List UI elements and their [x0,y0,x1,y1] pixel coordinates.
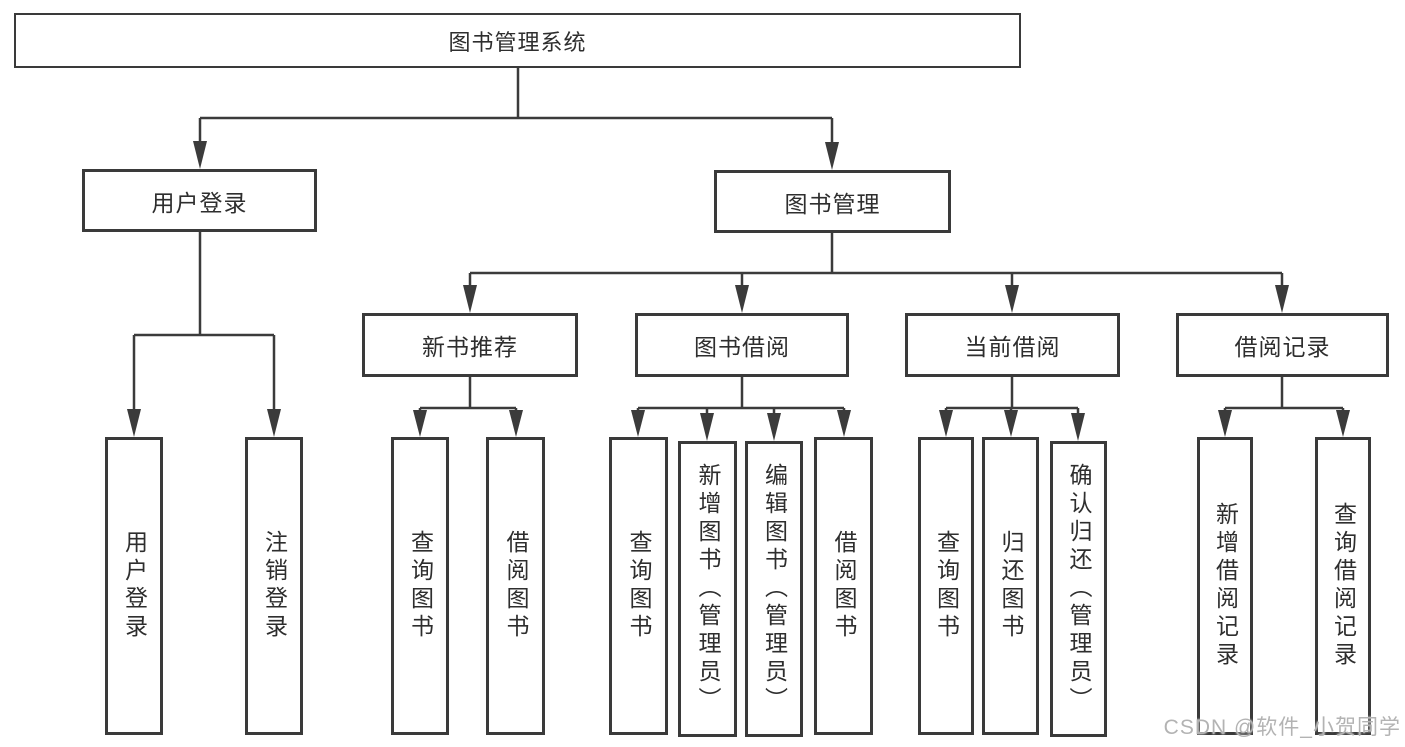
leaf-user-login-label: 用户登录 [121,530,148,642]
leaf-borrow-query-books-label: 查询图书 [626,530,652,642]
connector-book-mgmt-children [463,233,1289,313]
leaf-logout: 注销登录 [245,437,303,735]
node-borrow-records-label: 借阅记录 [1234,334,1331,360]
leaf-add-borrow-record: 新增借阅记录 [1197,437,1253,735]
node-root-label: 图书管理系统 [448,29,587,55]
leaf-borrow-books: 借阅图书 [814,437,873,735]
node-root-library-system: 图书管理系统 [14,13,1021,68]
csdn-watermark: CSDN @软件_小贺同学 [1163,716,1401,739]
leaf-recommend-borrow-books-label: 借阅图书 [503,530,529,642]
leaf-edit-books-admin: 编辑图书（管理员） [745,441,803,737]
leaf-add-books-admin-label: 新增图书（管理员） [695,463,721,715]
node-new-book-recommend: 新书推荐 [362,313,578,377]
connector-root-to-level2 [193,68,839,170]
connector-new-book-rec-children [413,377,523,437]
leaf-borrow-query-books: 查询图书 [609,437,668,735]
leaf-confirm-return-admin-label: 确认归还（管理员） [1066,463,1092,715]
connector-user-login-children [127,232,281,437]
node-user-login: 用户登录 [82,169,317,232]
leaf-return-books-label: 归还图书 [998,530,1024,642]
connector-borrow-records-children [1218,377,1350,437]
node-current-borrow-label: 当前借阅 [964,334,1061,360]
node-book-management-label: 图书管理 [784,190,881,217]
node-book-borrow: 图书借阅 [635,313,849,377]
leaf-logout-label: 注销登录 [261,530,288,642]
leaf-recommend-query-books-label: 查询图书 [407,530,434,642]
leaf-edit-books-admin-label: 编辑图书（管理员） [761,463,788,715]
node-book-borrow-label: 图书借阅 [694,334,790,360]
leaf-recommend-borrow-books: 借阅图书 [486,437,545,735]
node-new-book-recommend-label: 新书推荐 [422,334,518,360]
connector-book-borrow-children [631,377,851,441]
leaf-query-borrow-record-label: 查询借阅记录 [1330,502,1357,670]
leaf-current-query-books-label: 查询图书 [933,530,960,642]
leaf-recommend-query-books: 查询图书 [391,437,449,735]
leaf-return-books: 归还图书 [982,437,1039,735]
leaf-query-borrow-record: 查询借阅记录 [1315,437,1371,735]
leaf-confirm-return-admin: 确认归还（管理员） [1050,441,1107,737]
leaf-add-books-admin: 新增图书（管理员） [678,441,737,737]
connector-current-borrow-children [939,377,1085,441]
node-book-management: 图书管理 [714,170,951,233]
leaf-user-login: 用户登录 [105,437,163,735]
node-borrow-records: 借阅记录 [1176,313,1389,377]
leaf-current-query-books: 查询图书 [918,437,974,735]
node-user-login-label: 用户登录 [151,189,248,216]
leaf-add-borrow-record-label: 新增借阅记录 [1212,502,1239,670]
node-current-borrow: 当前借阅 [905,313,1120,377]
leaf-borrow-books-label: 借阅图书 [831,530,857,642]
